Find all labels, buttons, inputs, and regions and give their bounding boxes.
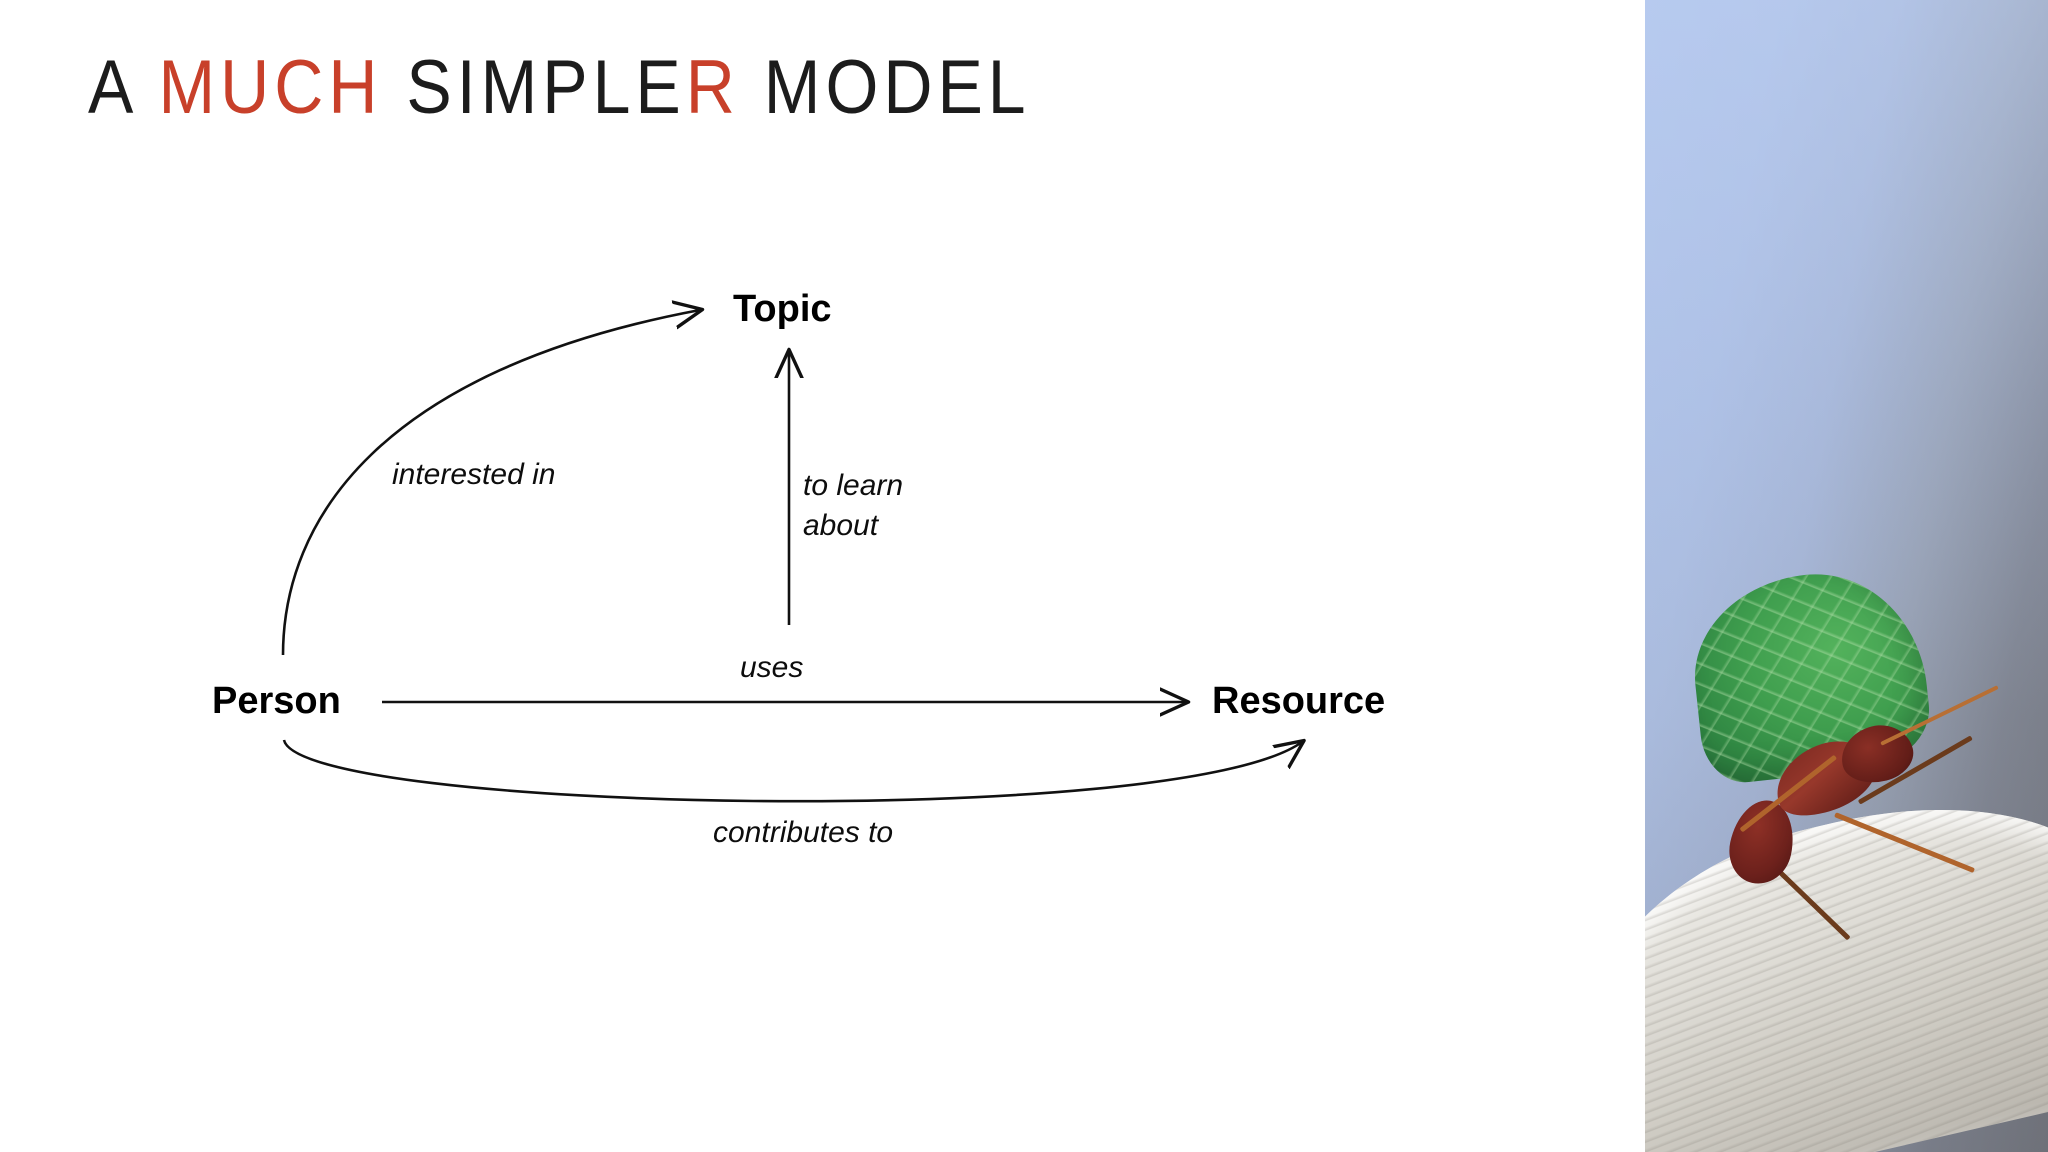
node-resource[interactable]: Resource [1212,680,1386,722]
relationship-diagram: Topic Person Resource interested in to l… [212,0,1645,849]
edge-label-to-learn-about-line2: about [803,508,879,542]
title-segment-simple: SIMPLE [382,44,686,130]
edge-label-uses: uses [740,651,804,684]
edge-label-to-learn-about: to learn about [803,466,903,546]
edge-interested-in-path [281,310,700,656]
edge-contributes-to-path [282,740,1302,803]
ant-photo-panel [1645,0,2048,1152]
title-segment-r: R [685,44,740,130]
title-segment-much: MUCH [158,44,383,130]
page-title: A MUCH SIMPLER MODEL [88,44,1031,130]
title-segment-a: A [88,44,159,130]
edge-label-to-learn-about-line1: to learn [803,469,904,502]
node-person[interactable]: Person [212,680,341,722]
node-topic[interactable]: Topic [733,288,832,330]
title-segment-model: MODEL [739,44,1031,130]
edge-label-interested-in: interested in [392,458,556,491]
diagram-edges-svg [281,0,1645,803]
edge-label-contributes-to: contributes to [713,816,894,849]
